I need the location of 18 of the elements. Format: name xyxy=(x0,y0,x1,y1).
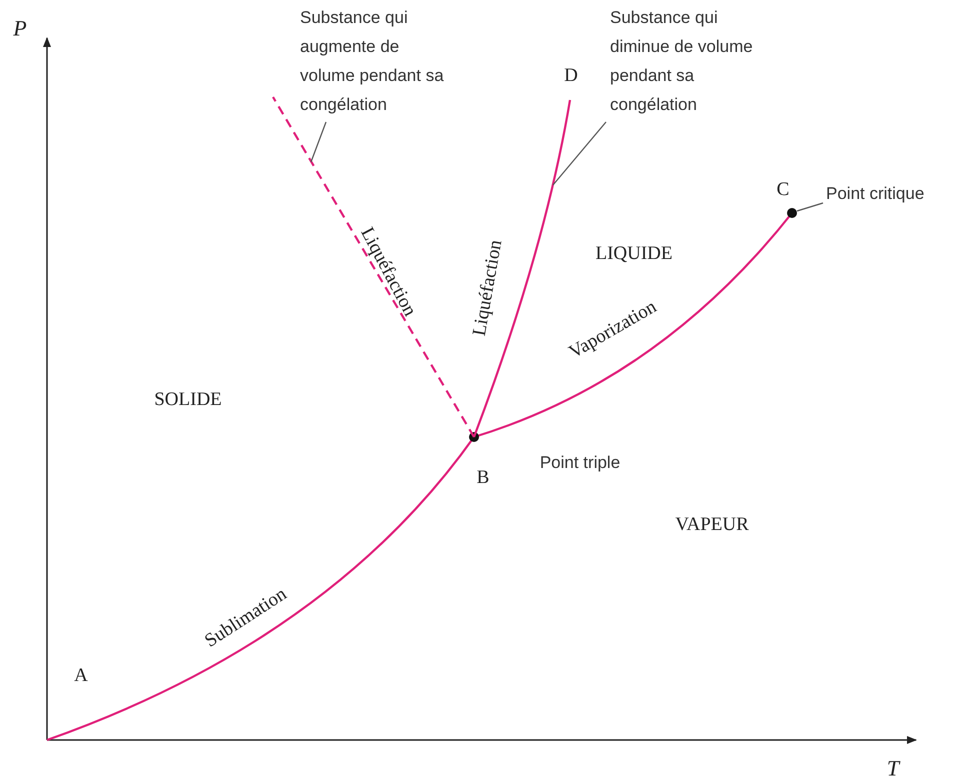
critical-point-marker xyxy=(787,208,797,218)
annotation-text: Substance qui augmente de volume pendant sa congélation xyxy=(300,4,450,120)
annotation-text: Substance qui diminue de volume pendant sa congélation xyxy=(610,4,770,120)
region-label: SOLIDE xyxy=(154,389,222,411)
leader-line xyxy=(796,202,824,212)
leader-line xyxy=(310,122,327,162)
axis-label: P xyxy=(13,15,27,41)
point-label: B xyxy=(476,467,490,489)
annotation-text: Point triple xyxy=(540,453,620,473)
point-label: C xyxy=(776,179,790,201)
region-label: VAPEUR xyxy=(675,514,749,536)
axis-label: T xyxy=(886,755,900,779)
leader-line xyxy=(552,122,606,186)
annotation-text: Point critique xyxy=(826,180,951,209)
point-label: A xyxy=(74,665,88,687)
curve-label: Liquéfaction xyxy=(468,238,508,338)
point-label: D xyxy=(564,65,578,87)
region-label: LIQUIDE xyxy=(595,243,673,265)
